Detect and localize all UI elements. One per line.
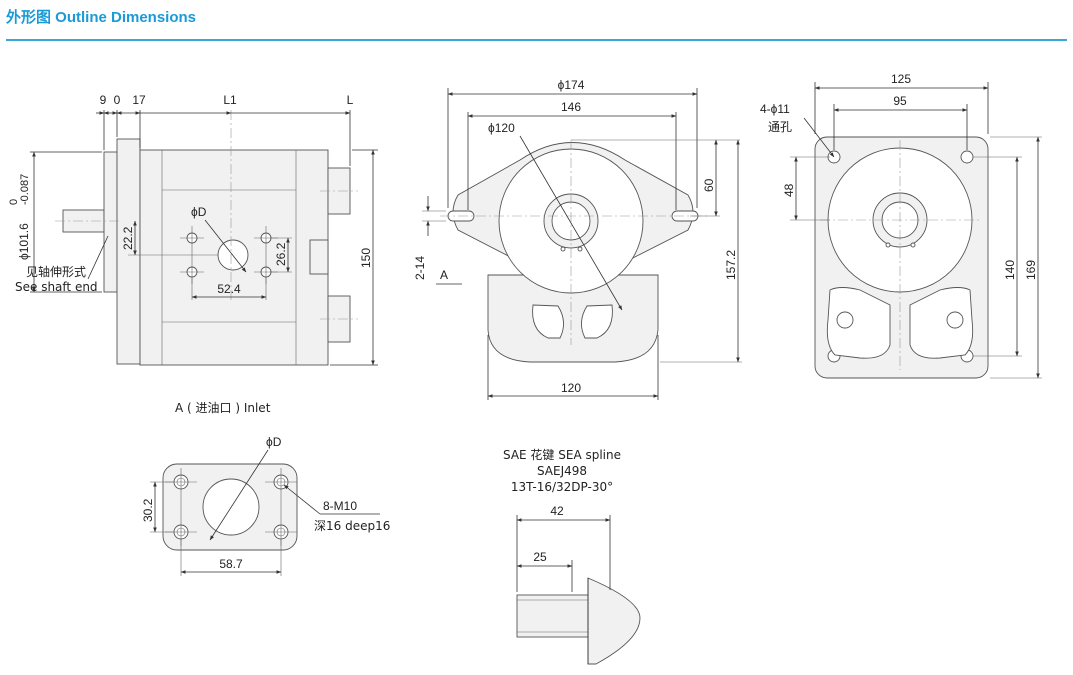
spline-view: SAE 花键 SEA spline SAEJ498 13T-16/32DP-30… [503,447,641,665]
dim-95: 95 [893,94,907,108]
dim-30-2: 30.2 [141,498,155,522]
dim-60: 60 [702,178,716,192]
section-a-label: A [440,268,448,282]
dim-157-2: 157.2 [724,250,738,280]
spline-title-1: SAE 花键 SEA spline [503,447,621,462]
spline-title-3: 13T-16/32DP-30° [511,480,613,494]
dim-17: 17 [132,93,146,107]
side-view: 9 0 17 L1 L ϕ101.6 0 -0.087 见轴伸形式 See sh… [8,93,378,366]
title-rule [6,39,1067,41]
dim-120: 120 [561,381,581,395]
dim-25: 25 [533,550,547,564]
shaft-end-note-en: See shaft end [15,280,98,294]
dim-26-2: 26.2 [274,242,288,266]
dim-52-4: 52.4 [217,282,241,296]
dim-l: L [347,93,354,107]
inlet-dim-phi-d: ϕD [266,435,282,449]
dim-shaft-tol-lower: -0.087 [19,174,31,205]
dim-0: 0 [114,93,121,107]
dim-shaft-tol-upper: 0 [8,199,20,205]
dim-150: 150 [359,248,373,268]
dim-48: 48 [782,183,796,197]
dim-42: 42 [550,504,564,518]
dim-shaft-dia: ϕ101.6 [17,223,31,260]
spline-title-2: SAEJ498 [537,464,587,478]
holes-label: 4-ϕ11 [760,102,790,116]
dim-22-2: 22.2 [121,226,135,250]
pilot-flange [103,151,118,293]
front-body-lower [487,274,659,363]
inlet-view: A ( 进油口 ) Inlet ϕD 30.2 58.7 8-M10 [141,401,390,576]
dim-146: 146 [561,100,581,114]
thread-depth: 深16 deep16 [314,519,390,533]
dim-phi-d: ϕD [191,205,207,219]
dim-125: 125 [891,72,911,86]
dim-140: 140 [1003,260,1017,280]
holes-through-cn: 通孔 [768,120,792,134]
dim-9: 9 [100,93,107,107]
thread-label: 8-M10 [323,499,357,513]
dim-169: 169 [1024,260,1038,280]
spline-shaft [516,594,589,638]
dim-58-7: 58.7 [219,557,243,571]
page-title: 外形图 Outline Dimensions [6,9,197,26]
dim-phi174: ϕ174 [558,78,585,92]
shaft-end-note-cn: 见轴伸形式 [26,264,86,279]
spline-flange-section [587,577,641,665]
front-view: ϕ174 146 ϕ120 60 157.2 2-14 A 120 [413,78,742,400]
rear-view: 125 95 4-ϕ11 通孔 48 140 169 [760,72,1042,379]
dim-l1: L1 [223,93,237,107]
dim-2-14: 2-14 [413,256,427,280]
dim-phi120: ϕ120 [488,121,515,135]
mounting-flange [116,138,141,365]
inlet-title: A ( 进油口 ) Inlet [175,401,271,415]
